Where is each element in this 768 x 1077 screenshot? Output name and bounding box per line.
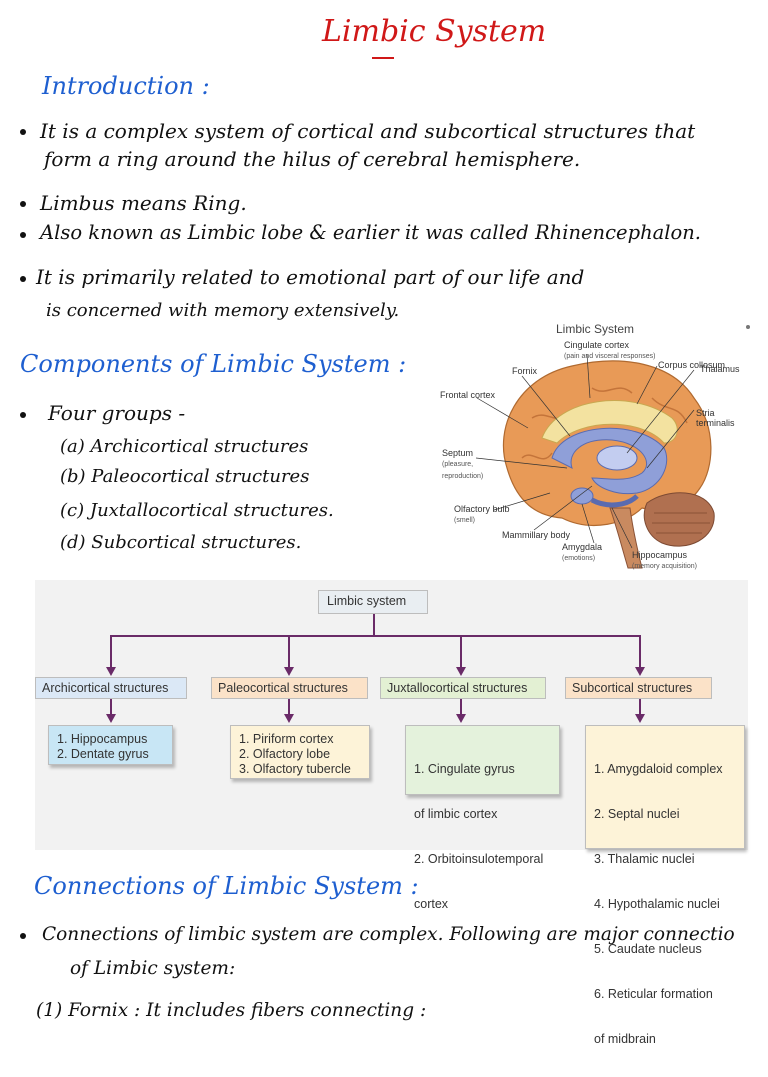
- category-subcortical: Subcortical structures: [565, 677, 712, 699]
- component-item-a: (a) Archicortical structures: [60, 436, 309, 457]
- label-thalamus: Thalamus: [700, 364, 740, 374]
- list-item: 5. Caudate nucleus: [594, 942, 702, 956]
- label-amygdala: Amygdala(emotions): [562, 542, 603, 562]
- thalamus-shape: [596, 445, 638, 471]
- list-item: cortex: [414, 897, 449, 911]
- connector-line: [460, 635, 462, 669]
- list-item: of limbic cortex: [414, 807, 498, 821]
- label-corpus: Corpus collosum: [658, 360, 726, 370]
- intro-heading: Introduction :: [42, 72, 210, 100]
- components-heading: Components of Limbic System :: [20, 350, 407, 378]
- connector-line: [288, 635, 290, 669]
- hippocampus-shape: [590, 494, 639, 508]
- cortex-shape: [502, 360, 712, 526]
- connector-line: [639, 699, 641, 716]
- label-stria: Stria terminalis: [696, 408, 735, 428]
- component-item-d: (d) Subcortical structures.: [60, 532, 302, 553]
- arrowheads: [106, 667, 645, 723]
- stray-dot: [746, 325, 750, 329]
- list-item: 1. Piriform cortex: [239, 732, 334, 746]
- page-title: Limbic System: [322, 14, 547, 49]
- intro-line-4: Also known as Limbic lobe & earlier it w…: [40, 221, 701, 244]
- bullet-dot: [20, 129, 26, 135]
- list-paleocortical: 1. Piriform cortex 2. Olfactory lobe 3. …: [230, 725, 370, 779]
- intro-line-3: Limbus means Ring.: [40, 191, 247, 215]
- connections-line-1: Connections of limbic system are complex…: [42, 924, 735, 945]
- component-item-b: (b) Paleocortical structures: [60, 466, 310, 487]
- amygdala-shape: [570, 487, 594, 505]
- intro-line-1: It is a complex system of cortical and s…: [40, 119, 696, 143]
- list-item: 1. Amygdaloid complex: [594, 762, 723, 776]
- gyri-lines: [521, 387, 688, 460]
- list-item: 6. Reticular formation: [594, 987, 713, 1001]
- connections-line-3: (1) Fornix : It includes fibers connecti…: [36, 1000, 427, 1021]
- label-frontal: Frontal cortex: [440, 390, 496, 400]
- limbic-ring-shape: [551, 427, 668, 495]
- bullet-dot: [20, 933, 26, 939]
- list-item: 4. Hypothalamic nuclei: [594, 897, 720, 911]
- list-item: 2. Septal nuclei: [594, 807, 680, 821]
- connector-line: [373, 614, 375, 636]
- bullet-dot: [20, 232, 26, 238]
- label-fornix: Fornix: [512, 366, 538, 376]
- category-paleocortical: Paleocortical structures: [211, 677, 368, 699]
- category-juxtallocortical: Juxtallocortical structures: [380, 677, 546, 699]
- list-item: 1. Hippocampus: [57, 732, 148, 746]
- list-item: of midbrain: [594, 1032, 656, 1046]
- intro-line-5: It is primarily related to emotional par…: [36, 265, 585, 289]
- list-archicortical: 1. Hippocampus 2. Dentate gyrus: [48, 725, 173, 765]
- brain-figure: Limbic System: [432, 318, 752, 574]
- list-item: 1. Cingulate gyrus: [414, 762, 515, 776]
- brainstem-shape: [609, 507, 643, 569]
- component-item-c: (c) Juxtallocortical structures.: [60, 500, 334, 521]
- brain-figure-title: Limbic System: [556, 322, 635, 336]
- label-hippocampus: Hippocampus(memory acquisition): [632, 550, 697, 570]
- label-olfactory: Olfactory bulb(smell): [454, 504, 510, 524]
- cerebellum-folia: [652, 512, 710, 534]
- list-item: 2. Orbitoinsulotemporal: [414, 852, 544, 866]
- flowchart-root: Limbic system: [318, 590, 428, 614]
- connector-line: [110, 699, 112, 716]
- list-item: 3. Olfactory tubercle: [239, 762, 351, 776]
- flowchart: Limbic system Archicortical structures P…: [35, 580, 748, 1046]
- components-lead: Four groups -: [48, 401, 186, 425]
- list-item: 3. Thalamic nuclei: [594, 852, 695, 866]
- intro-line-6: is concerned with memory extensively.: [46, 300, 400, 321]
- list-juxtallocortical: 1. Cingulate gyrus of limbic cortex 2. O…: [405, 725, 560, 911]
- list-item: 2. Olfactory lobe: [239, 747, 331, 761]
- leader-lines: [475, 353, 695, 549]
- bullet-dot: [20, 201, 26, 207]
- connector-line: [110, 635, 641, 637]
- connections-line-2: of Limbic system:: [70, 958, 236, 979]
- connections-heading: Connections of Limbic System :: [34, 872, 419, 900]
- corpus-callosum-shape: [541, 400, 678, 444]
- bullet-dot: [20, 412, 26, 418]
- label-septum: Septum(pleasure,reproduction): [442, 448, 484, 480]
- connector-line: [639, 635, 641, 669]
- connector-line: [110, 635, 112, 669]
- title-underline: [372, 57, 394, 59]
- cerebellum-shape: [643, 492, 715, 547]
- brain-illustration: [475, 353, 715, 569]
- label-mammillary: Mammillary body: [502, 530, 571, 540]
- category-archicortical: Archicortical structures: [35, 677, 187, 699]
- connector-line: [288, 699, 290, 716]
- intro-line-2: form a ring around the hilus of cerebral…: [44, 147, 581, 171]
- label-cingulate: Cingulate cortex(pain and visceral respo…: [564, 340, 656, 360]
- connector-line: [460, 699, 462, 716]
- list-item: 2. Dentate gyrus: [57, 747, 149, 761]
- bullet-dot: [20, 276, 26, 282]
- list-subcortical: 1. Amygdaloid complex 2. Septal nuclei 3…: [585, 725, 745, 1046]
